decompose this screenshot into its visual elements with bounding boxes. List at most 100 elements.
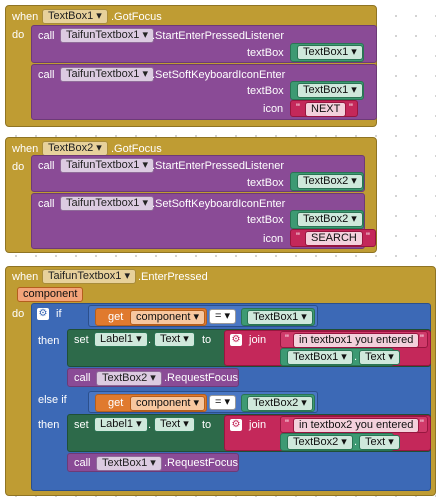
method-name: .SetSoftKeyboardIconEnter [152,69,286,81]
component-dropdown[interactable]: TextBox1 ▾ [42,9,108,24]
compare-block-1[interactable]: get component ▾ = ▾ TextBox1 ▾ [88,305,318,327]
set-label: set [74,419,89,431]
event-name: .EnterPressed [138,271,208,283]
quote-close: " [420,333,424,345]
text-value[interactable]: SEARCH [305,231,363,246]
quote-close: " [366,231,370,243]
text-value[interactable]: NEXT [305,102,347,117]
when-label: when [12,11,39,23]
component-block-textbox2[interactable]: TextBox2 ▾ [290,210,364,229]
variable-dropdown[interactable]: component ▾ [130,396,206,411]
component-dropdown[interactable]: TaifunTextbox1 ▾ [42,269,136,284]
component-dropdown[interactable]: TaifunTextbox1 ▾ [60,28,154,43]
quote-open: " [285,333,289,345]
then-label: then [38,335,60,347]
component-name: TaifunTextbox1 [66,29,140,41]
param-label: icon [263,233,284,245]
dot: . [148,419,152,431]
component-dropdown[interactable]: TextBox2 ▾ [297,174,363,189]
method-name: .StartEnterPressedListener [152,160,285,172]
component-dropdown[interactable]: TextBox1 ▾ [287,350,353,365]
text-value[interactable]: in textbox2 you entered [293,418,420,433]
component-block-textbox2[interactable]: TextBox2 ▾ [290,172,364,191]
method-name: .RequestFocus [164,457,238,469]
event-name: .GotFocus [111,11,162,23]
component-name: TaifunTextbox1 [66,197,140,209]
variable-name: component [136,311,191,323]
component-name: TextBox2 [102,372,148,384]
param-label: icon [263,103,284,115]
text-block[interactable]: " in textbox2 you entered " [280,416,428,433]
param-label: textBox [247,214,284,226]
component-dropdown[interactable]: TextBox2 ▾ [42,141,108,156]
operator: = [215,310,222,322]
operator: = [215,396,222,408]
property-name: Text [365,436,386,448]
gear-icon[interactable]: ⚙ [230,419,242,431]
property-dropdown[interactable]: Text ▾ [154,417,195,432]
property-dropdown[interactable]: Text ▾ [359,435,400,450]
component-name: TextBox1 [48,10,94,22]
method-name: .RequestFocus [164,372,238,384]
compare-block-2[interactable]: get component ▾ = ▾ TextBox2 ▾ [88,391,318,413]
component-dropdown[interactable]: TextBox2 ▾ [96,371,162,386]
quote-open: " [296,231,300,243]
component-dropdown[interactable]: TextBox2 ▾ [287,435,353,450]
call-block-request-focus[interactable]: call TextBox2 ▾ .RequestFocus [67,368,239,387]
component-dropdown[interactable]: TaifunTextbox1 ▾ [60,67,154,82]
component-name: TaifunTextbox1 [66,68,140,80]
component-getter-block[interactable]: TextBox1 ▾ . Text ▾ [280,348,400,366]
get-block[interactable]: get component ▾ [95,394,207,412]
component-dropdown[interactable]: TaifunTextbox1 ▾ [60,158,154,173]
get-label: get [108,397,124,409]
text-block[interactable]: " in textbox1 you entered " [280,331,428,348]
do-label: do [12,161,25,173]
component-dropdown[interactable]: TaifunTextbox1 ▾ [60,196,154,211]
component-name: TextBox1 [102,457,148,469]
property-name: Text [365,351,386,363]
component-name: TextBox2 [48,142,94,154]
property-dropdown[interactable]: Text ▾ [154,332,195,347]
get-block[interactable]: get component ▾ [95,308,207,326]
component-name: TextBox2 [303,213,349,225]
to-label: to [202,419,212,431]
component-dropdown[interactable]: TextBox1 ▾ [297,45,363,60]
property-dropdown[interactable]: Text ▾ [359,350,400,365]
gear-icon[interactable]: ⚙ [37,308,49,320]
component-dropdown[interactable]: Label1 ▾ [94,417,148,432]
text-value[interactable]: in textbox1 you entered [293,333,420,348]
component-name: TextBox2 [253,397,299,409]
component-dropdown[interactable]: TextBox2 ▾ [297,212,363,227]
component-block-textbox1[interactable]: TextBox1 ▾ [241,308,315,326]
operator-dropdown[interactable]: = ▾ [209,309,237,324]
component-dropdown[interactable]: TextBox1 ▾ [96,456,162,471]
call-label: call [38,30,55,42]
variable-dropdown[interactable]: component ▾ [130,310,206,325]
if-label: if [56,308,62,320]
component-dropdown[interactable]: Label1 ▾ [94,332,148,347]
component-block-textbox1[interactable]: TextBox1 ▾ [290,81,364,100]
component-dropdown[interactable]: TextBox1 ▾ [247,310,313,325]
call-block-request-focus[interactable]: call TextBox1 ▾ .RequestFocus [67,453,239,472]
quote-close: " [349,102,353,114]
text-block-next[interactable]: " NEXT " [290,100,358,117]
component-name: TextBox1 [253,311,299,323]
when-label: when [12,271,39,283]
component-name: TaifunTextbox1 [48,270,122,282]
text-block-search[interactable]: " SEARCH " [290,229,376,247]
operator-dropdown[interactable]: = ▾ [209,395,237,410]
call-label: call [74,457,91,469]
event-parameter[interactable]: component [17,287,84,302]
else-if-label: else if [38,394,67,406]
component-dropdown[interactable]: TextBox1 ▾ [297,83,363,98]
component-block-textbox2[interactable]: TextBox2 ▾ [241,394,315,412]
component-name: TextBox1 [293,351,339,363]
component-getter-block[interactable]: TextBox2 ▾ . Text ▾ [280,433,400,451]
component-dropdown[interactable]: TextBox2 ▾ [247,396,313,411]
component-block-textbox1[interactable]: TextBox1 ▾ [290,43,364,62]
call-block-start-enter-listener[interactable]: call TaifunTextbox1 ▾ .StartEnterPressed… [31,25,377,63]
to-label: to [202,334,212,346]
gear-icon[interactable]: ⚙ [230,334,242,346]
dot: . [148,334,152,346]
component-name: TextBox1 [303,46,349,58]
